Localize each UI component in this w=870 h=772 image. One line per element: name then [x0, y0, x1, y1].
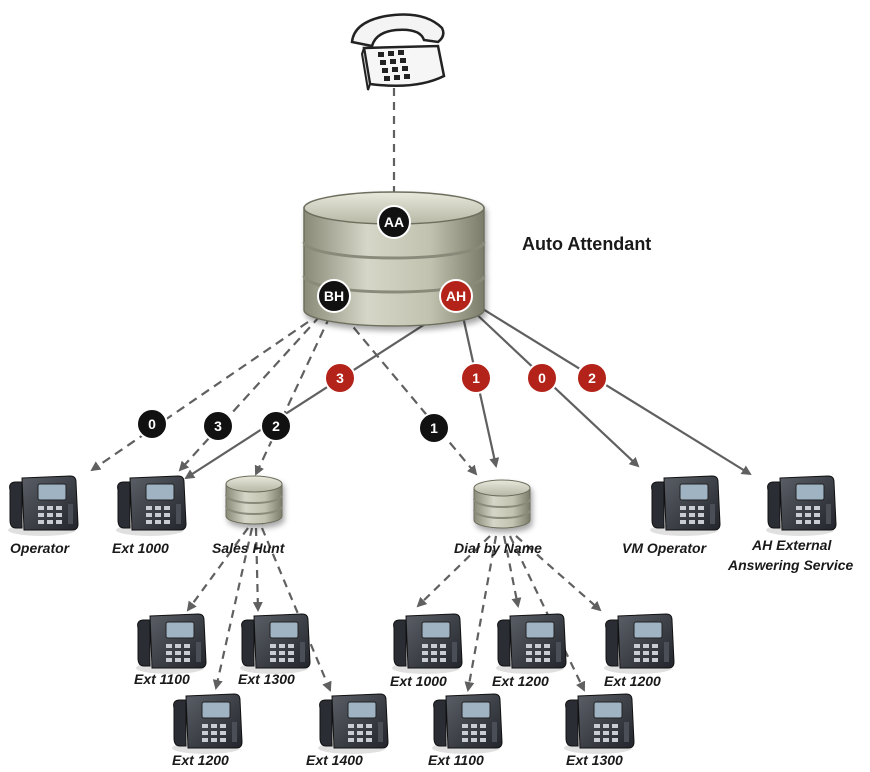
ip-phone-icon-operator — [8, 475, 79, 536]
connectors — [90, 88, 752, 692]
label-operator: Operator — [10, 540, 71, 556]
svg-text:0: 0 — [538, 370, 546, 386]
badge-bh-2: 2 — [260, 410, 292, 442]
connector-dn-ext1300 — [509, 535, 586, 692]
svg-text:2: 2 — [272, 418, 280, 434]
label-ah-external-line1: AH External — [751, 537, 832, 553]
label-dial-by-name: Dial by Name — [454, 540, 542, 556]
ah-node-label: AH — [446, 288, 466, 304]
ip-phone-icon-dn-ext-1300 — [564, 693, 635, 754]
label-dn-ext-1300: Ext 1300 — [566, 752, 623, 768]
sales-hunt-database-icon — [225, 475, 283, 525]
ip-phone-icon-vm-operator — [650, 475, 721, 536]
dial-by-name-database-icon — [473, 479, 531, 529]
label-sales-hunt: Sales Hunt — [212, 540, 286, 556]
connector-ah-0-vm-operator — [471, 309, 640, 468]
connector-dn-ext1000 — [416, 535, 491, 608]
label-vm-operator: VM Operator — [622, 540, 708, 556]
badge-ah-3: 3 — [324, 362, 356, 394]
badge-ah-2: 2 — [576, 362, 608, 394]
badge-ah-1: 1 — [460, 362, 492, 394]
ip-phone-icon-sh-ext-1100 — [136, 613, 207, 674]
ip-phone-icon-ext-1000-top — [116, 475, 187, 536]
label-sh-ext-1100: Ext 1100 — [134, 671, 190, 687]
ip-phones — [8, 475, 837, 754]
connector-sh-ext1400 — [260, 527, 332, 692]
label-dn-ext-1000: Ext 1000 — [390, 673, 447, 689]
aa-node-label: AA — [384, 214, 404, 230]
bh-node-label: BH — [324, 288, 344, 304]
label-dn-ext-1200b: Ext 1200 — [604, 673, 661, 689]
badge-bh-1: 1 — [418, 412, 450, 444]
connector-bh-0-operator — [90, 321, 309, 472]
connector-sh-ext1100 — [186, 527, 249, 612]
label-sh-ext-1400: Ext 1400 — [306, 752, 363, 768]
ip-phone-icon-sh-ext-1200 — [172, 693, 243, 754]
ip-phone-icon-dn-ext-1200b — [604, 613, 675, 674]
ip-phone-icon-ah-external — [766, 475, 837, 536]
svg-text:1: 1 — [430, 420, 438, 436]
badge-bh-0: 0 — [136, 408, 168, 440]
connector-dn-ext1200a — [502, 535, 522, 608]
caller-desk-phone-icon — [350, 13, 446, 91]
svg-text:2: 2 — [588, 370, 596, 386]
connector-bh-1-dial-by-name — [343, 315, 478, 476]
aa-node: AA — [377, 205, 411, 239]
ah-node: AH — [439, 279, 473, 313]
ip-phone-icon-dn-ext-1100 — [432, 693, 503, 754]
label-dn-ext-1200a: Ext 1200 — [492, 673, 549, 689]
svg-text:3: 3 — [336, 370, 344, 386]
badge-ah-0: 0 — [526, 362, 558, 394]
label-dn-ext-1100: Ext 1100 — [428, 752, 484, 768]
bh-node: BH — [317, 279, 351, 313]
connector-bh-3-ext1000 — [178, 315, 321, 472]
ip-phone-icon-dn-ext-1000 — [392, 613, 463, 674]
ip-phone-icon-dn-ext-1200a — [496, 613, 567, 674]
label-sh-ext-1200: Ext 1200 — [172, 752, 229, 768]
connector-dn-ext1200b — [515, 535, 602, 612]
badge-bh-3: 3 — [202, 410, 234, 442]
connector-bh-2-sales-hunt — [254, 315, 331, 476]
svg-text:1: 1 — [472, 370, 480, 386]
svg-text:3: 3 — [214, 418, 222, 434]
auto-attendant-title: Auto Attendant — [522, 234, 651, 254]
svg-text:0: 0 — [148, 416, 156, 432]
connector-dn-ext1100 — [464, 535, 498, 692]
connector-ah-3-ext1000 — [184, 307, 451, 480]
label-ah-external-line2: Answering Service — [727, 557, 853, 573]
label-ext-1000-top: Ext 1000 — [112, 540, 169, 556]
connector-ah-2-external — [477, 305, 752, 476]
label-sh-ext-1300: Ext 1300 — [238, 671, 295, 687]
ip-phone-icon-sh-ext-1400 — [318, 693, 389, 754]
ip-phone-icon-sh-ext-1300 — [240, 613, 311, 674]
